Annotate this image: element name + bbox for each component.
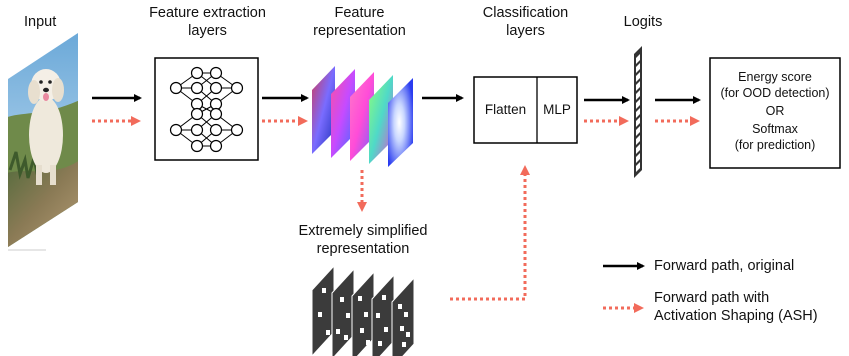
logit-cell	[636, 126, 640, 136]
sparse-activation	[402, 342, 406, 347]
feature-extraction-label-line2: layers	[188, 23, 227, 39]
logit-cell	[636, 153, 640, 163]
logit-cell	[636, 144, 640, 154]
sparse-activation	[346, 313, 350, 318]
sparse-activation	[360, 328, 364, 333]
simplified-label: Extremely simplified representation	[283, 222, 443, 258]
sparse-activation	[406, 332, 410, 337]
feature-extraction-label: Feature extraction layers	[135, 4, 280, 40]
classification-label-line1: Classification	[482, 5, 569, 21]
logit-cell	[636, 72, 640, 82]
sparse-activation	[364, 312, 368, 317]
output-softmax: Softmax	[752, 122, 798, 136]
sparse-activation	[322, 288, 326, 293]
logits-bar	[634, 46, 642, 178]
sparse-activation	[340, 297, 344, 302]
sparse-activation	[398, 304, 402, 309]
logits-label: Logits	[623, 14, 663, 30]
sparse-activation	[318, 312, 322, 317]
output-energy-score: Energy score	[738, 70, 812, 84]
sparse-feature-map	[351, 270, 375, 356]
arrow-ash-to-classifier	[450, 165, 530, 301]
legend-ash-label: Forward path with Activation Shaping (AS…	[654, 289, 818, 325]
feature-extraction-label-line1: Feature extraction	[149, 5, 266, 21]
sparse-activation	[378, 341, 382, 346]
logit-cell	[636, 162, 640, 172]
neural-network-icon	[154, 57, 259, 161]
legend-original-label: Forward path, original	[654, 258, 795, 274]
logit-cell	[636, 63, 640, 73]
sparse-activation	[366, 340, 370, 345]
legend-ash-label-line1: Forward path with	[654, 290, 770, 306]
sparse-activation	[404, 312, 408, 317]
classification-label-line2: layers	[506, 23, 545, 39]
sparse-activation	[344, 335, 348, 340]
simplified-label-line1: Extremely simplified	[298, 223, 428, 239]
logit-cell	[636, 135, 640, 145]
feature-map-stack	[312, 66, 413, 167]
sparse-feature-map-stack	[311, 264, 415, 356]
logit-cell	[636, 117, 640, 127]
output-prediction: (for prediction)	[734, 138, 816, 152]
logit-cell	[636, 54, 640, 64]
logit-cell	[636, 81, 640, 91]
sparse-activation	[382, 295, 386, 300]
logit-cell	[636, 90, 640, 100]
simplified-label-line2: representation	[316, 241, 410, 257]
input-label: Input	[24, 14, 57, 30]
dog-photo	[8, 33, 78, 251]
feature-representation-label-line2: representation	[313, 23, 406, 39]
output-box-text: Energy score (for OOD detection) OR Soft…	[710, 69, 840, 153]
output-or: OR	[765, 104, 785, 118]
sparse-feature-map	[331, 267, 355, 356]
feature-representation-label: Feature representation	[292, 4, 427, 40]
sparse-feature-map	[311, 264, 335, 356]
feature-representation-label-line1: Feature	[334, 5, 385, 21]
flatten-label: Flatten	[484, 102, 527, 117]
mlp-label: MLP	[543, 102, 571, 117]
legend-ash-label-line2: Activation Shaping (ASH)	[654, 308, 818, 324]
sparse-activation	[400, 326, 404, 331]
logit-cell	[636, 108, 640, 118]
classification-label: Classification layers	[458, 4, 593, 40]
logit-cell	[636, 99, 640, 109]
sparse-feature-map	[371, 273, 395, 356]
classifier-box	[473, 76, 578, 144]
output-box	[709, 57, 841, 169]
output-ood-detection: (for OOD detection)	[720, 86, 830, 100]
sparse-activation	[336, 329, 340, 334]
sparse-activation	[384, 327, 388, 332]
sparse-activation	[326, 330, 330, 335]
sparse-activation	[376, 313, 380, 318]
sparse-activation	[358, 296, 362, 301]
